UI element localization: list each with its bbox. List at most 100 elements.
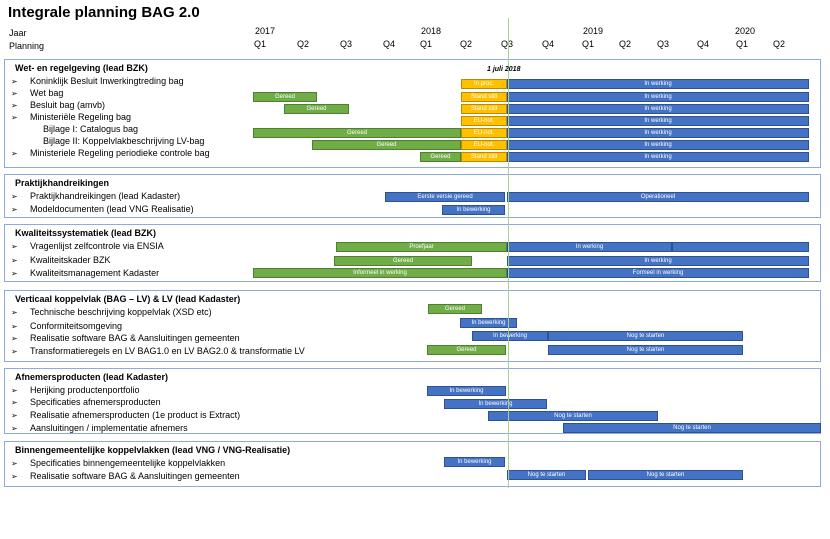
bar-gereed: Gereed <box>284 104 349 114</box>
bullet-icon: ➢ <box>11 242 18 251</box>
bullet-icon: ➢ <box>11 308 18 317</box>
quarter-label: Q4 <box>542 39 555 49</box>
row-label: Kwaliteitskader BZK <box>30 255 111 265</box>
section-title: Binnengemeentelijke koppelvlakken (lead … <box>15 445 291 455</box>
bar-gereed: Gereed <box>253 92 317 102</box>
quarter-label: Q1 <box>736 39 749 49</box>
bullet-icon: ➢ <box>11 101 18 110</box>
row-label: Realisatie afnemersproducten (1e product… <box>30 410 241 420</box>
bullet-icon: ➢ <box>11 256 18 265</box>
bar-stand-still: Stand still <box>461 104 507 114</box>
bar-in-proc: In proc. <box>461 79 507 89</box>
year-2020: 2020 <box>735 26 756 36</box>
bar-informeel-in-werking: Informeel in werking <box>253 268 507 278</box>
bar-in-bewerking: In bewerking <box>442 205 505 215</box>
bar-stand-still: Stand still <box>461 92 507 102</box>
row-label: Transformatieregels en LV BAG1.0 en LV B… <box>30 346 305 356</box>
bar-gereed: Gereed <box>312 140 461 150</box>
page-title: Integrale planning BAG 2.0 <box>8 4 200 21</box>
row-label: Technische beschrijving koppelvlak (XSD … <box>30 307 212 317</box>
row-label: Praktijkhandreikingen (lead Kadaster) <box>30 191 181 201</box>
bar-gereed: Gereed <box>253 128 461 138</box>
bar-in-werking: In werking <box>507 152 809 162</box>
year-2018: 2018 <box>421 26 442 36</box>
bullet-icon: ➢ <box>11 113 18 122</box>
bar-nog-te-starten: Nog te starten <box>488 411 658 421</box>
quarter-label: Q4 <box>697 39 710 49</box>
bar-gereed: Gereed <box>428 304 482 314</box>
bullet-icon: ➢ <box>11 205 18 214</box>
bar-nog-te-starten: Nog te starten <box>588 470 743 480</box>
section-title: Praktijkhandreikingen <box>15 178 110 188</box>
quarter-label: Q2 <box>297 39 310 49</box>
bar-operationeel: Operationeel <box>507 192 809 202</box>
row-label: Kwaliteitsmanagement Kadaster <box>30 268 160 278</box>
bar-in-werking: In werking <box>507 92 809 102</box>
bar-formeel-in-werking: Formeel in werking <box>507 268 809 278</box>
bar-in-bewerking: In bewerking <box>444 457 505 467</box>
row-label: Specificaties binnengemeentelijke koppel… <box>30 458 226 468</box>
bar-nog-te-starten: Nog te starten <box>548 331 743 341</box>
row-label: Ministeriële Regeling bag <box>30 112 132 122</box>
row-label: Aansluitingen / implementatie afnemers <box>30 423 188 433</box>
bullet-icon: ➢ <box>11 411 18 420</box>
section-title: Verticaal koppelvlak (BAG – LV) & LV (le… <box>15 294 241 304</box>
quarter-label: Q1 <box>420 39 433 49</box>
quarter-label: Q3 <box>657 39 670 49</box>
year-2017: 2017 <box>255 26 276 36</box>
header-jaar: Jaar <box>9 28 27 38</box>
row-label: Bijlage I: Catalogus bag <box>43 124 139 134</box>
row-label: Conformiteitsomgeving <box>30 321 123 331</box>
bar-in-werking: In werking <box>507 256 809 266</box>
bullet-icon: ➢ <box>11 347 18 356</box>
bar-in-bewerking: In bewerking <box>460 318 517 328</box>
bullet-icon: ➢ <box>11 77 18 86</box>
row-label: Realisatie software BAG & Aansluitingen … <box>30 333 240 343</box>
bar-in-werking: In werking <box>507 242 672 252</box>
bullet-icon: ➢ <box>11 472 18 481</box>
row-label: Herijking productenportfolio <box>30 385 140 395</box>
year-2019: 2019 <box>583 26 604 36</box>
bar-in-werking-continued <box>672 242 809 252</box>
bar-eu-not: EU-not. <box>461 140 507 150</box>
quarter-label: Q3 <box>501 39 514 49</box>
row-label: Vragenlijst zelfcontrole via ENSIA <box>30 241 164 251</box>
row-label: Specificaties afnemersproducten <box>30 397 161 407</box>
bullet-icon: ➢ <box>11 386 18 395</box>
quarter-label: Q2 <box>773 39 786 49</box>
bullet-icon: ➢ <box>11 269 18 278</box>
bar-in-werking: In werking <box>507 104 809 114</box>
section-title: Kwaliteitssystematiek (lead BZK) <box>15 228 157 238</box>
section-title: Wet- en regelgeving (lead BZK) <box>15 63 148 73</box>
bar-gereed: Gereed <box>334 256 472 266</box>
bar-in-bewerking: In bewerking <box>444 399 547 409</box>
bullet-icon: ➢ <box>11 149 18 158</box>
quarter-label: Q4 <box>383 39 396 49</box>
row-label: Wet bag <box>30 88 64 98</box>
bullet-icon: ➢ <box>11 459 18 468</box>
bullet-icon: ➢ <box>11 424 18 433</box>
bar-eu-not: EU-not. <box>461 116 507 126</box>
row-label: Realisatie software BAG & Aansluitingen … <box>30 471 240 481</box>
quarter-label: Q2 <box>460 39 473 49</box>
bar-gereed: Gereed <box>427 345 506 355</box>
bar-in-werking: In werking <box>507 128 809 138</box>
bar-nog-te-starten: Nog te starten <box>563 423 821 433</box>
bar-eu-not: EU-not. <box>461 128 507 138</box>
quarter-label: Q2 <box>619 39 632 49</box>
bullet-icon: ➢ <box>11 192 18 201</box>
bar-proefjaar: Proefjaar <box>336 242 507 252</box>
date-marker-label: 1 juli 2018 <box>487 66 521 73</box>
section-title: Afnemersproducten (lead Kadaster) <box>15 372 169 382</box>
bar-in-bewerking: In bewerking <box>427 386 506 396</box>
row-label: Besluit bag (amvb) <box>30 100 106 110</box>
header-planning: Planning <box>9 41 45 51</box>
bar-nog-te-starten: Nog te starten <box>507 470 586 480</box>
bar-in-werking: In werking <box>507 79 809 89</box>
bar-stand-still: Stand still <box>461 152 507 162</box>
row-label: Koninklijk Besluit Inwerkingtreding bag <box>30 76 184 86</box>
row-label: Ministeriele Regeling periodieke control… <box>30 148 210 158</box>
bar-in-werking: In werking <box>507 116 809 126</box>
bullet-icon: ➢ <box>11 322 18 331</box>
bullet-icon: ➢ <box>11 334 18 343</box>
